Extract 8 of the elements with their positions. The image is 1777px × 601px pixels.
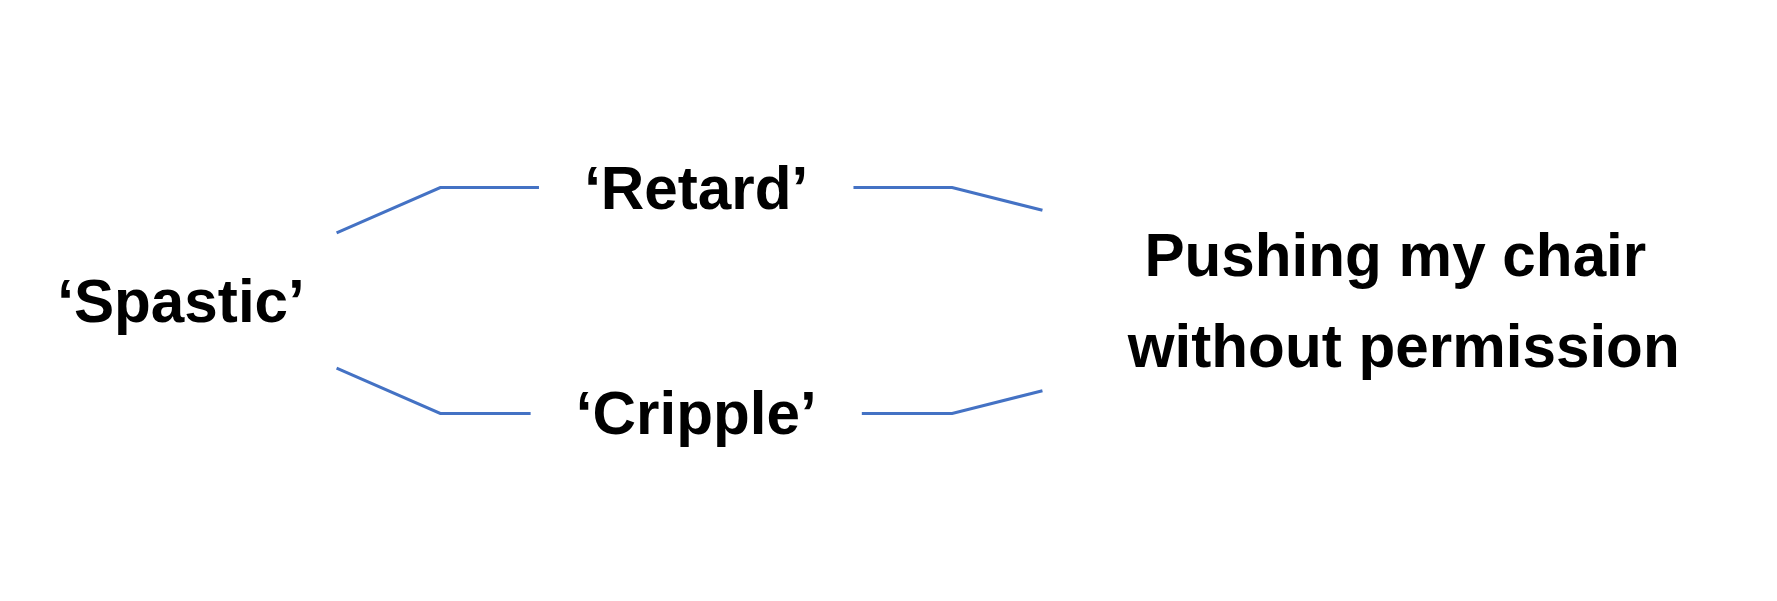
connector xyxy=(853,186,1043,212)
connector xyxy=(336,366,531,415)
node-text: Pushing my chair without permission xyxy=(1127,222,1680,379)
connector xyxy=(336,186,539,235)
connector xyxy=(861,389,1043,415)
node-text: ‘Spastic’ xyxy=(57,267,305,334)
node-text: ‘Retard’ xyxy=(584,154,809,221)
node-text: ‘Cripple’ xyxy=(575,380,817,447)
